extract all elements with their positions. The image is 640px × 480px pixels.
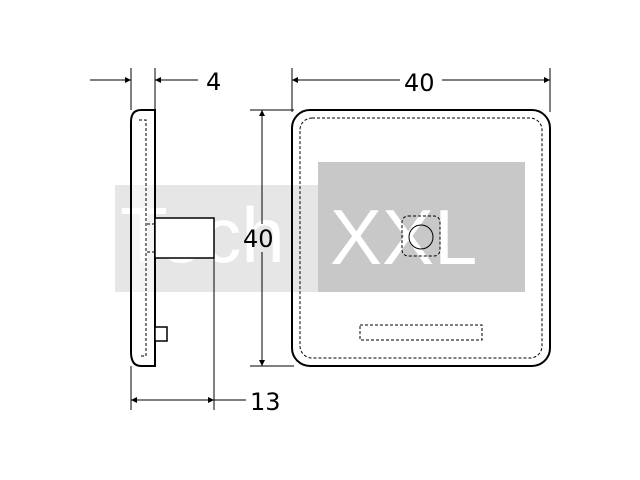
clip-tab xyxy=(154,326,168,342)
side-view xyxy=(130,109,215,367)
center-boss-outer xyxy=(401,215,441,257)
side-view-hidden-line xyxy=(139,119,147,357)
dimension-label-side-thickness: 4 xyxy=(206,68,221,96)
center-boss-hole xyxy=(408,224,434,250)
watermark: Tech XXL xyxy=(115,162,525,292)
watermark-brand-right: XXL xyxy=(330,193,477,281)
watermark-dark-block xyxy=(318,162,525,292)
dimension-label-height: 40 xyxy=(243,225,274,253)
dimension-width: 40 xyxy=(291,68,551,112)
dimension-label-pin-length: 13 xyxy=(250,388,281,416)
front-view-outline xyxy=(291,109,551,367)
dimension-pin-length: 13 xyxy=(130,258,281,416)
front-view-inner-edge xyxy=(299,117,543,359)
dimension-height: 40 xyxy=(243,109,294,367)
bottom-slot xyxy=(359,324,483,341)
pin xyxy=(154,217,215,259)
side-view-outline xyxy=(130,109,156,367)
front-view xyxy=(291,109,551,367)
dimension-side-thickness: 4 xyxy=(90,68,221,110)
dimension-label-width: 40 xyxy=(404,69,435,97)
